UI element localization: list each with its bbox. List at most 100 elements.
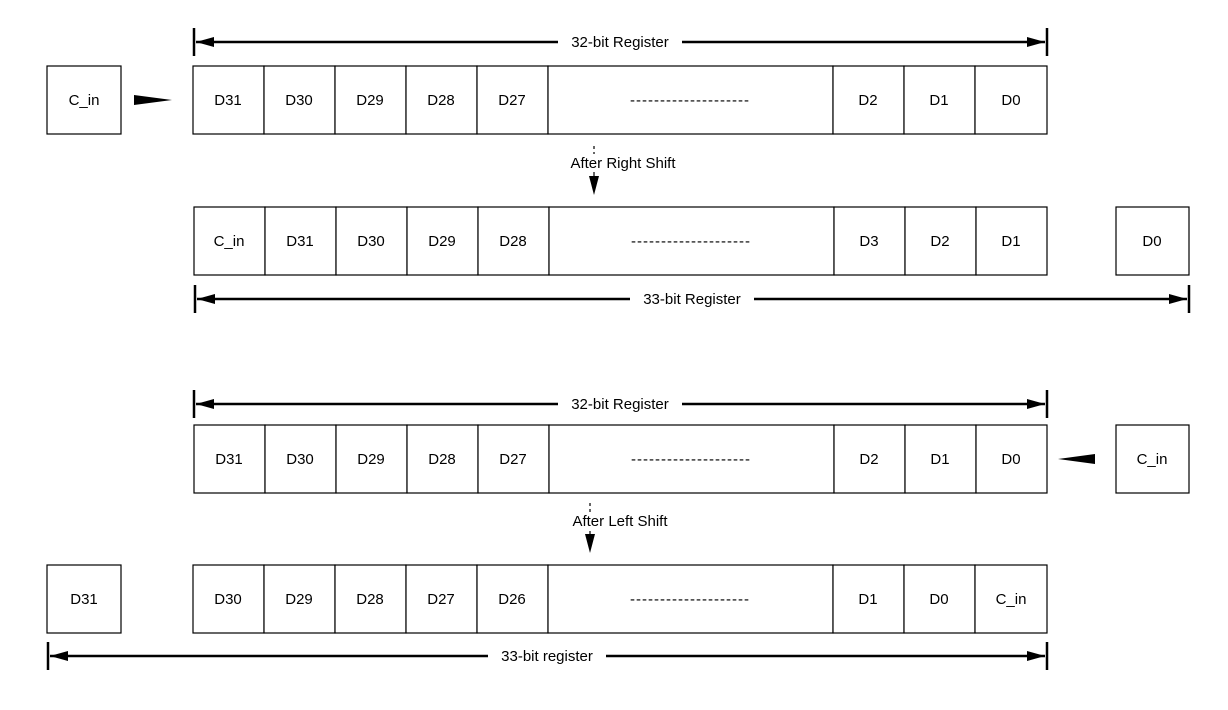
register-cell-label: D30	[285, 92, 313, 109]
dimension-label-bg	[630, 290, 754, 308]
register-cell-label: D1	[1001, 233, 1020, 250]
register-cell-label: D26	[498, 591, 526, 608]
dimension-label: 33-bit register	[501, 648, 593, 665]
outside-box-left	[46, 564, 122, 634]
register-cell	[264, 424, 337, 494]
register-cell	[335, 424, 408, 494]
register-cell-label: D0	[929, 591, 948, 608]
register-cell-label: D28	[499, 233, 527, 250]
register-cell	[974, 564, 1048, 634]
register-cell-label: D27	[427, 591, 455, 608]
register-cell-ellipsis-label: --------------------	[630, 591, 750, 608]
dimension-33bit-upper: 33-bit Register	[193, 285, 1191, 313]
register-cell-ellipsis-label: --------------------	[631, 233, 751, 250]
dimension-arrow-left	[196, 399, 214, 409]
register-cell	[405, 65, 478, 135]
register-row-3: D31 D30 D29 D28 D27 --------------------…	[193, 424, 1190, 494]
carry-in-arrow-icon	[1058, 454, 1095, 464]
shift-label: After Right Shift	[570, 155, 676, 172]
register-cell-label: D29	[428, 233, 456, 250]
register-cell-label: D27	[498, 92, 526, 109]
outside-box-left-label: C_in	[69, 92, 100, 109]
register-cell	[975, 206, 1048, 276]
register-row-2: C_in D31 D30 D29 D28 -------------------…	[193, 206, 1190, 276]
register-cell	[832, 65, 905, 135]
outside-box-right-label: D0	[1142, 233, 1161, 250]
outside-box-left	[46, 65, 122, 135]
shift-label-bg	[556, 155, 690, 173]
shift-label: After Left Shift	[572, 513, 668, 530]
dimension-arrow-left	[50, 651, 68, 661]
register-cell-label: C_in	[214, 233, 245, 250]
register-cell-label: D28	[428, 451, 456, 468]
register-cell-ellipsis-label: --------------------	[630, 92, 750, 109]
register-cell-label: D2	[930, 233, 949, 250]
register-cell	[477, 206, 550, 276]
register-cell-ellipsis-label: --------------------	[631, 451, 751, 468]
register-cell	[477, 424, 550, 494]
outside-box-right-label: C_in	[1137, 451, 1168, 468]
outside-box-right	[1115, 206, 1190, 276]
dimension-label: 32-bit Register	[571, 396, 669, 413]
register-cell-label: D28	[427, 92, 455, 109]
register-cell	[833, 206, 906, 276]
register-cell-label: D2	[858, 92, 877, 109]
register-cell	[193, 424, 266, 494]
register-row-4: D31 D30 D29 D28 D27 D26 ----------------…	[46, 564, 1048, 634]
register-cell	[335, 206, 408, 276]
register-cell	[903, 65, 976, 135]
dimension-32bit-top: 32-bit Register	[192, 28, 1049, 56]
register-cell-ellipsis	[548, 424, 835, 494]
register-cell-label: D31	[214, 92, 242, 109]
register-cell	[833, 424, 906, 494]
dimension-32bit-lower: 32-bit Register	[192, 390, 1049, 418]
down-arrow-icon	[585, 534, 595, 553]
register-cell-label: D27	[499, 451, 527, 468]
register-cell	[192, 564, 265, 634]
carry-in-arrow-icon	[134, 95, 172, 105]
register-cell	[263, 564, 336, 634]
register-cell-label: D3	[859, 233, 878, 250]
right-shift-transition: After Right Shift	[556, 146, 690, 195]
outside-box-left-label: D31	[70, 591, 98, 608]
dimension-arrow-left	[196, 37, 214, 47]
register-cell	[263, 65, 336, 135]
register-cell	[904, 424, 977, 494]
dimension-arrow-right	[1027, 399, 1045, 409]
outside-box-right	[1115, 424, 1190, 494]
register-cell	[974, 65, 1048, 135]
register-cell	[193, 206, 266, 276]
register-cell-label: D1	[929, 92, 948, 109]
register-cell	[406, 424, 479, 494]
register-cell-label: D1	[930, 451, 949, 468]
register-cell-label: D30	[214, 591, 242, 608]
dimension-label-bg	[558, 33, 682, 51]
register-cell-label: D29	[357, 451, 385, 468]
register-cell-label: D30	[286, 451, 314, 468]
register-cell-label: D2	[859, 451, 878, 468]
dimension-label: 33-bit Register	[643, 291, 741, 308]
register-cell-label: D29	[285, 591, 313, 608]
register-cell-label: D0	[1001, 92, 1020, 109]
left-shift-transition: After Left Shift	[558, 503, 684, 553]
register-cell	[405, 564, 478, 634]
register-cell-label: D30	[357, 233, 385, 250]
dimension-arrow-right	[1169, 294, 1187, 304]
register-row-1: C_in D31 D30 D29 D28 D27 ---------------…	[46, 65, 1048, 135]
dimension-33bit-lower: 33-bit register	[46, 642, 1049, 670]
dimension-arrow-left	[197, 294, 215, 304]
register-cell	[334, 65, 407, 135]
dimension-label: 32-bit Register	[571, 34, 669, 51]
register-cell-label: D31	[286, 233, 314, 250]
register-cell-label: C_in	[996, 591, 1027, 608]
register-cell-label: D28	[356, 591, 384, 608]
register-cell-label: D1	[858, 591, 877, 608]
dimension-label-bg	[558, 395, 682, 413]
down-arrow-icon	[589, 176, 599, 195]
register-cell-label: D31	[215, 451, 243, 468]
register-cell	[975, 424, 1048, 494]
register-cell-label: D0	[1001, 451, 1020, 468]
register-cell-label: D29	[356, 92, 384, 109]
dimension-arrow-right	[1027, 37, 1045, 47]
